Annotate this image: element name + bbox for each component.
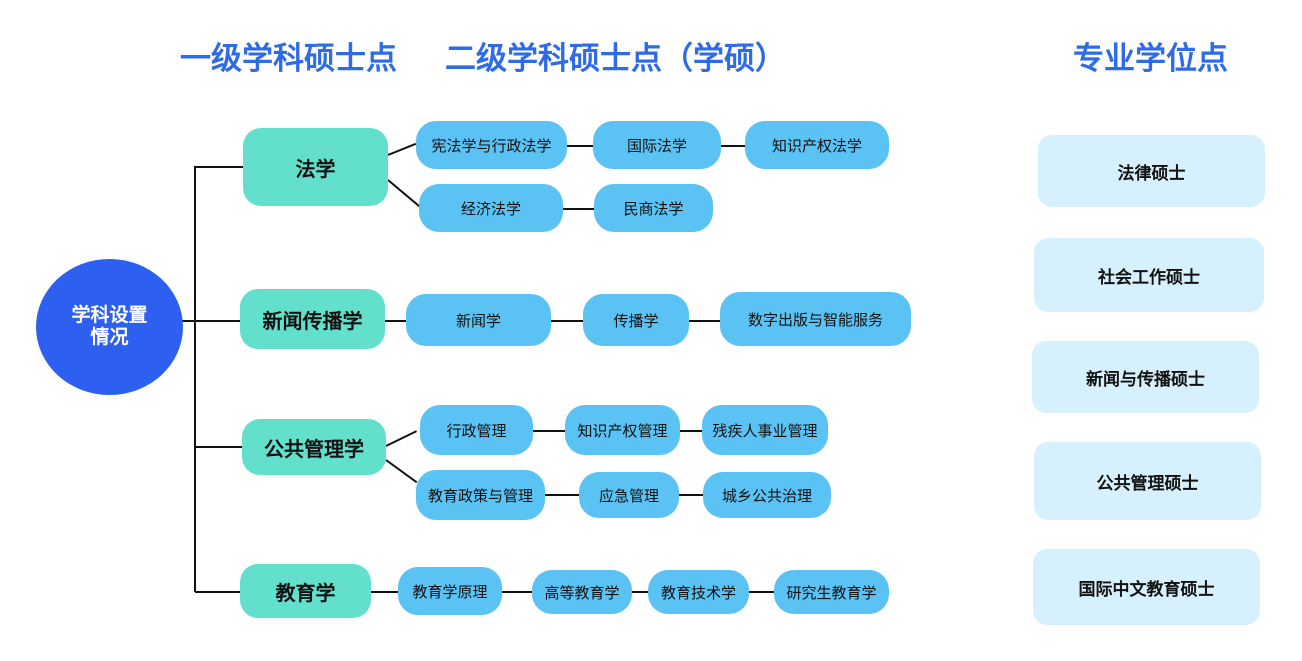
professional-degree-node: 公共管理硕士 xyxy=(1034,442,1261,520)
discipline-node: 公共管理学 xyxy=(242,419,386,475)
sub-discipline-node: 数字出版与智能服务 xyxy=(720,292,911,346)
connector xyxy=(195,446,243,448)
sub-discipline-node: 知识产权法学 xyxy=(745,121,889,169)
sub-discipline-node: 研究生教育学 xyxy=(774,570,889,614)
connector xyxy=(567,145,593,147)
root-node: 学科设置情况 xyxy=(36,259,183,395)
connector xyxy=(533,430,565,432)
sub-discipline-node: 应急管理 xyxy=(579,472,679,518)
connector xyxy=(749,591,774,593)
sub-discipline-node: 教育政策与管理 xyxy=(416,470,545,520)
discipline-node: 教育学 xyxy=(240,564,371,618)
professional-degree-node: 国际中文教育硕士 xyxy=(1033,549,1260,625)
sub-discipline-node: 教育技术学 xyxy=(648,570,749,614)
connector xyxy=(680,430,702,432)
sub-discipline-node: 经济法学 xyxy=(419,184,563,232)
connector xyxy=(195,320,241,322)
header-level2: 二级学科硕士点（学硕） xyxy=(445,41,786,77)
header-professional: 专业学位点 xyxy=(1073,41,1228,77)
connector xyxy=(545,494,579,496)
discipline-node: 新闻传播学 xyxy=(240,289,385,349)
sub-discipline-node: 教育学原理 xyxy=(398,567,502,615)
connector xyxy=(502,591,532,593)
sub-discipline-node: 传播学 xyxy=(583,294,689,346)
connector xyxy=(385,459,418,484)
connector xyxy=(195,166,244,168)
sub-discipline-node: 民商法学 xyxy=(594,184,713,232)
sub-discipline-node: 行政管理 xyxy=(420,405,533,455)
header-level1: 一级学科硕士点 xyxy=(180,41,397,77)
sub-discipline-node: 宪法学与行政法学 xyxy=(416,121,567,169)
sub-discipline-node: 新闻学 xyxy=(406,294,551,346)
connector xyxy=(551,320,583,322)
sub-discipline-node: 残疾人事业管理 xyxy=(702,405,828,455)
connector xyxy=(632,591,648,593)
connector xyxy=(385,320,406,322)
connector xyxy=(385,430,417,447)
sub-discipline-node: 城乡公共治理 xyxy=(703,472,831,518)
connector xyxy=(387,142,417,156)
connector xyxy=(387,179,421,208)
professional-degree-node: 新闻与传播硕士 xyxy=(1032,341,1259,413)
professional-degree-node: 社会工作硕士 xyxy=(1034,238,1264,312)
connector xyxy=(689,320,720,322)
connector xyxy=(194,166,196,592)
connector xyxy=(679,494,703,496)
discipline-node: 法学 xyxy=(243,128,388,206)
connector xyxy=(563,208,594,210)
professional-degree-node: 法律硕士 xyxy=(1038,135,1265,207)
connector xyxy=(721,145,745,147)
sub-discipline-node: 国际法学 xyxy=(593,121,721,169)
sub-discipline-node: 高等教育学 xyxy=(532,570,632,614)
sub-discipline-node: 知识产权管理 xyxy=(565,405,680,455)
connector xyxy=(182,320,195,322)
connector xyxy=(195,591,241,593)
connector xyxy=(371,591,398,593)
